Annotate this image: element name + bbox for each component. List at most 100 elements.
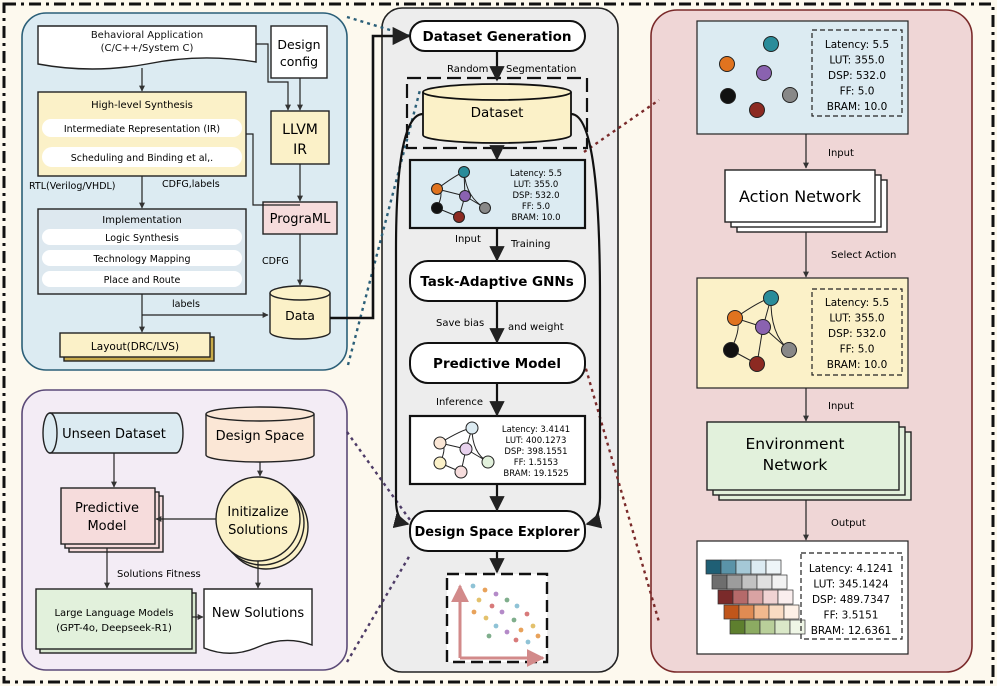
metric-line: BRAM: 19.1525	[503, 469, 568, 479]
scatter-point	[511, 617, 517, 623]
rtl-label: RTL(Verilog/VHDL)	[29, 181, 116, 192]
impl-pill-logic	[42, 229, 242, 245]
metric-line: FF: 5.0	[522, 202, 550, 212]
predictive-model-label-1: Predictive	[75, 501, 139, 516]
hls-item-scheduling: Scheduling and Binding et al,.	[71, 153, 213, 164]
data-label: Data	[285, 308, 315, 323]
metric-line: LUT: 355.0	[829, 313, 884, 325]
graph-node	[453, 211, 465, 223]
metric-line: FF: 3.5151	[824, 610, 879, 622]
unseen-dataset-cylinder	[42, 412, 184, 454]
panel-connectors	[345, 15, 661, 663]
impl-item-logic-synthesis: Logic Synthesis	[105, 233, 179, 244]
llm-box	[35, 588, 197, 654]
scatter-point	[486, 633, 492, 639]
design-space-explorer-label: Design Space Explorer	[415, 525, 581, 540]
input-label: Input	[455, 234, 481, 245]
state-node	[763, 36, 779, 52]
graph-node	[465, 421, 479, 435]
initialize-solutions-label-1: Initizalize	[227, 505, 288, 520]
metric-line: FF: 1.5153	[514, 458, 558, 468]
action-network-label: Action Network	[739, 187, 862, 206]
impl-pill-place	[42, 271, 242, 287]
graph-node	[431, 202, 443, 214]
action-network-stack	[724, 169, 888, 233]
scatter-point	[483, 615, 489, 621]
center-arrows	[392, 51, 603, 574]
solutions-fitness-label: Solutions Fitness	[117, 569, 201, 580]
graph-node	[433, 456, 447, 470]
environment-network-stack	[706, 421, 912, 501]
cdfg-label: CDFG	[262, 256, 289, 267]
llvm-ir-label-1: LLVM	[282, 122, 318, 138]
heat-cell	[732, 589, 749, 605]
scatter-point	[470, 583, 476, 589]
graph-node	[481, 455, 495, 469]
rl-input-label-1: Input	[828, 148, 854, 159]
programl-box	[262, 201, 338, 235]
heat-cell	[753, 604, 770, 620]
metric-line: LUT: 355.0	[829, 55, 884, 67]
llvm-ir-label-2: IR	[293, 142, 307, 158]
state-node	[782, 87, 798, 103]
output-label: Output	[831, 518, 866, 529]
metric-line: DSP: 489.7347	[812, 594, 890, 606]
design-config-label-1: Design	[277, 37, 320, 52]
pareto-scatter-points	[470, 583, 541, 645]
heat-cell	[759, 619, 776, 635]
new-solutions-doc	[203, 588, 313, 654]
heat-cell	[789, 619, 806, 635]
impl-item-technology-mapping: Technology Mapping	[92, 254, 190, 265]
metric-line: BRAM: 12.6361	[811, 625, 892, 637]
metric-line: Latency: 5.5	[510, 169, 562, 179]
dataset-cylinder	[422, 83, 572, 144]
scatter-point	[524, 611, 530, 617]
heat-cell	[717, 589, 734, 605]
state-node	[756, 65, 772, 81]
hls-item-ir: Intermediate Representation (IR)	[64, 124, 220, 135]
random-label: Random	[447, 64, 488, 75]
scatter-point	[493, 623, 499, 629]
rl-metrics-frame-top	[811, 29, 903, 117]
layout-box	[59, 332, 215, 362]
scatter-point	[504, 597, 510, 603]
metric-line: BRAM: 10.0	[827, 359, 888, 371]
heat-cell	[738, 604, 755, 620]
training-sample-graph	[431, 166, 491, 223]
predictive-model-label-2: Model	[87, 519, 126, 534]
behavioral-application-label-2: (C/C++/System C)	[101, 43, 194, 54]
save-bias-label: Save bias	[436, 318, 484, 329]
design-space-label: Design Space	[216, 429, 305, 444]
llm-label-2: (GPT-4o, Deepseek-R1)	[56, 623, 172, 634]
state-node	[720, 88, 736, 104]
hls-arrows	[139, 43, 303, 333]
predictive-model-stack	[60, 487, 164, 553]
design-config-box	[270, 25, 328, 79]
heat-cell	[720, 559, 737, 575]
scatter-point	[476, 597, 482, 603]
gnn-label: Task-Adaptive GNNs	[420, 274, 574, 290]
graph-node	[723, 342, 739, 358]
inference-label: Inference	[436, 397, 483, 408]
pareto-scatter-frame	[445, 572, 549, 664]
heat-cell	[705, 559, 722, 575]
scatter-point	[513, 637, 519, 643]
scatter-point	[493, 591, 499, 597]
metric-line: DSP: 532.0	[828, 328, 886, 340]
metric-line: LUT: 400.1273	[506, 436, 567, 446]
heat-cell	[711, 574, 728, 590]
scatter-point	[504, 629, 510, 635]
dataset-generation-label: Dataset Generation	[423, 29, 572, 45]
dse-arrows	[104, 453, 263, 620]
heat-cell	[765, 559, 782, 575]
design-config-label-2: config	[280, 54, 318, 69]
graph-node	[458, 166, 470, 178]
metric-line: Latency: 5.5	[825, 39, 889, 51]
scatter-point	[535, 633, 541, 639]
state-node	[719, 56, 735, 72]
hls-item-scheduling-pill	[42, 147, 242, 167]
scatter-point	[525, 639, 531, 645]
graph-node	[459, 442, 473, 456]
